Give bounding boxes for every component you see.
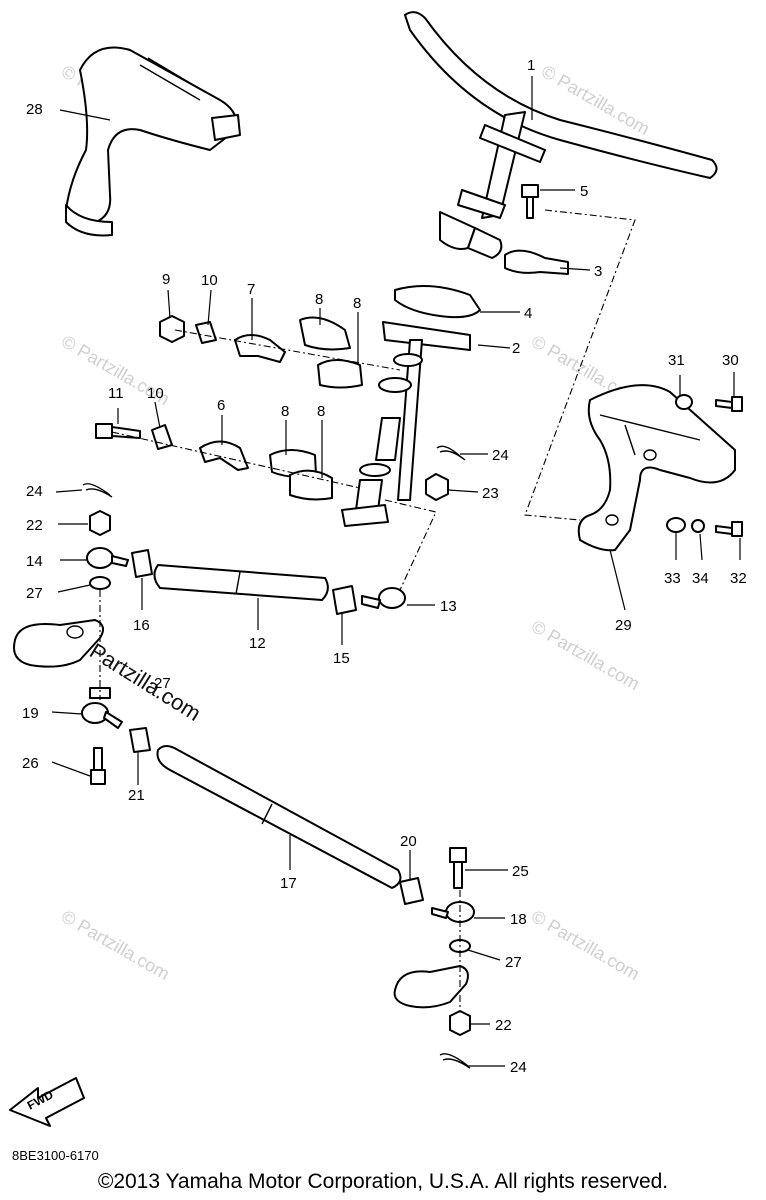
- callout-21: 21: [128, 787, 145, 804]
- callout-8: 8: [315, 291, 323, 308]
- callout-34: 34: [692, 570, 709, 587]
- copyright-notice: ©2013 Yamaha Motor Corporation, U.S.A. A…: [97, 1170, 669, 1193]
- callout-31: 31: [668, 352, 685, 369]
- callout-13: 13: [440, 598, 457, 615]
- diagram-code: 8BE3100-6170: [12, 1148, 99, 1163]
- callout-29: 29: [615, 617, 632, 634]
- callout-10: 10: [201, 272, 218, 289]
- callout-23: 23: [482, 485, 499, 502]
- callout-8: 8: [353, 295, 361, 312]
- part-washer-27: [89, 687, 111, 699]
- fwd-arrow-icon: FWD: [9, 1077, 85, 1127]
- callout-26: 26: [22, 755, 39, 772]
- part-bushing-8: [317, 359, 363, 389]
- part-washer-10: [195, 321, 217, 344]
- callout-19: 19: [22, 705, 39, 722]
- part-nut-23: [425, 473, 449, 501]
- part-handlebar: [404, 11, 718, 259]
- part-boot-16: [131, 549, 153, 578]
- callout-24: 24: [510, 1059, 527, 1076]
- callout-18: 18: [510, 911, 527, 928]
- callout-5: 5: [580, 183, 588, 200]
- watermark: © Partzilla.com: [528, 906, 643, 984]
- watermark: © Partzilla.com: [58, 906, 173, 984]
- part-cotter-pin-24: [82, 483, 113, 498]
- part-bushing-8: [289, 469, 333, 501]
- callout-2: 2: [512, 340, 520, 357]
- part-clamp-7: [234, 334, 286, 363]
- assembly-line: [384, 499, 437, 591]
- callout-28: 28: [26, 101, 43, 118]
- callout-6: 6: [217, 397, 225, 414]
- part-bracket-29: [577, 384, 736, 552]
- callout-4: 4: [524, 305, 532, 322]
- part-cotter-pin-24: [436, 445, 466, 461]
- callout-22: 22: [26, 517, 43, 534]
- part-washer-27: [89, 576, 111, 590]
- callout-8: 8: [281, 403, 289, 420]
- callout-24: 24: [492, 447, 509, 464]
- callout-8: 8: [317, 403, 325, 420]
- part-rod-end-18: [431, 901, 475, 923]
- callout-14: 14: [26, 553, 43, 570]
- part-tie-rod-17: [156, 745, 402, 889]
- part-boot-15: [332, 585, 357, 615]
- part-washer-34: [691, 519, 705, 533]
- callout-33: 33: [664, 570, 681, 587]
- callout-27: 27: [26, 585, 43, 602]
- part-tie-rod-12: [153, 564, 329, 601]
- part-steering-column: [341, 339, 423, 527]
- assembly-line: [174, 329, 401, 371]
- part-bracket-2: [382, 321, 471, 351]
- callout-24: 24: [26, 483, 43, 500]
- callout-11: 11: [108, 385, 124, 402]
- callout-3: 3: [594, 263, 602, 280]
- assembly-line: [524, 209, 636, 521]
- part-clamp-6: [199, 440, 249, 471]
- part-rod-end-14: [86, 547, 129, 569]
- part-bolt-26: [90, 747, 106, 785]
- part-clamp: [504, 249, 569, 275]
- part-bolt-25: [449, 847, 467, 889]
- callout-7: 7: [247, 281, 255, 298]
- part-rod-end-19: [81, 702, 123, 729]
- part-nut-22: [89, 510, 111, 536]
- callout-30: 30: [722, 352, 739, 369]
- callout-22: 22: [495, 1017, 512, 1034]
- callout-17: 17: [280, 875, 297, 892]
- part-washer-31: [675, 394, 693, 410]
- part-rod-end-13: [361, 587, 406, 609]
- callout-9: 9: [162, 271, 170, 288]
- part-steering-arm: [393, 965, 469, 1009]
- part-bolt-11: [95, 423, 141, 439]
- part-cotter-pin-24: [439, 1053, 471, 1069]
- part-nut-9: [159, 315, 185, 343]
- part-boot-20: [399, 877, 424, 905]
- callout-27: 27: [154, 675, 171, 692]
- part-washer-10: [151, 424, 173, 450]
- callout-10: 10: [147, 385, 164, 402]
- part-handle-cover: [65, 46, 241, 237]
- part-screw-32: [715, 521, 743, 537]
- part-bushing-8: [299, 316, 351, 351]
- callout-12: 12: [249, 635, 266, 652]
- callout-1: 1: [527, 57, 535, 74]
- part-bracket-4: [394, 285, 481, 319]
- leader-lines: [51, 76, 741, 1067]
- callout-16: 16: [133, 617, 150, 634]
- part-nut-22: [449, 1010, 471, 1036]
- callout-27: 27: [505, 954, 522, 971]
- part-boot-21: [129, 727, 151, 753]
- assembly-line: [111, 431, 361, 489]
- callout-32: 32: [730, 570, 747, 587]
- part-screw-30: [715, 396, 743, 412]
- callout-20: 20: [400, 833, 417, 850]
- callout-25: 25: [512, 863, 529, 880]
- part-bolt-5: [521, 184, 539, 219]
- callout-15: 15: [333, 650, 350, 667]
- part-washer-33: [666, 517, 686, 533]
